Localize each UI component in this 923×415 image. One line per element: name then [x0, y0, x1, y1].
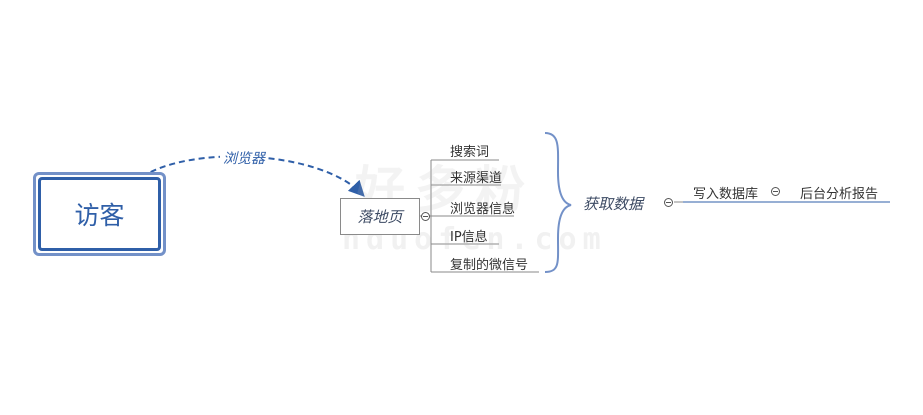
collapse-icon[interactable]: [421, 212, 430, 221]
landing-page-node[interactable]: 落地页: [340, 198, 420, 235]
get-data-node[interactable]: 获取数据: [583, 195, 644, 213]
visitor-node-frame: [33, 172, 166, 256]
landing-item-source-channel: 来源渠道: [450, 171, 503, 186]
step-backend-report: 后台分析报告: [800, 187, 879, 202]
landing-item-search-term: 搜索词: [450, 145, 490, 160]
visitor-node[interactable]: 访客: [38, 177, 161, 251]
curly-brace: [544, 132, 572, 273]
step-write-database: 写入数据库: [693, 187, 759, 202]
landing-item-ip-info: IP信息: [450, 230, 488, 245]
landing-item-wechat-id: 复制的微信号: [450, 258, 529, 273]
collapse-icon[interactable]: [664, 198, 673, 207]
visitor-label: 访客: [74, 201, 125, 230]
landing-item-browser-info: 浏览器信息: [450, 202, 516, 217]
landing-page-label: 落地页: [357, 208, 403, 226]
browser-edge-label: 浏览器: [220, 148, 268, 168]
collapse-icon[interactable]: [771, 187, 780, 196]
